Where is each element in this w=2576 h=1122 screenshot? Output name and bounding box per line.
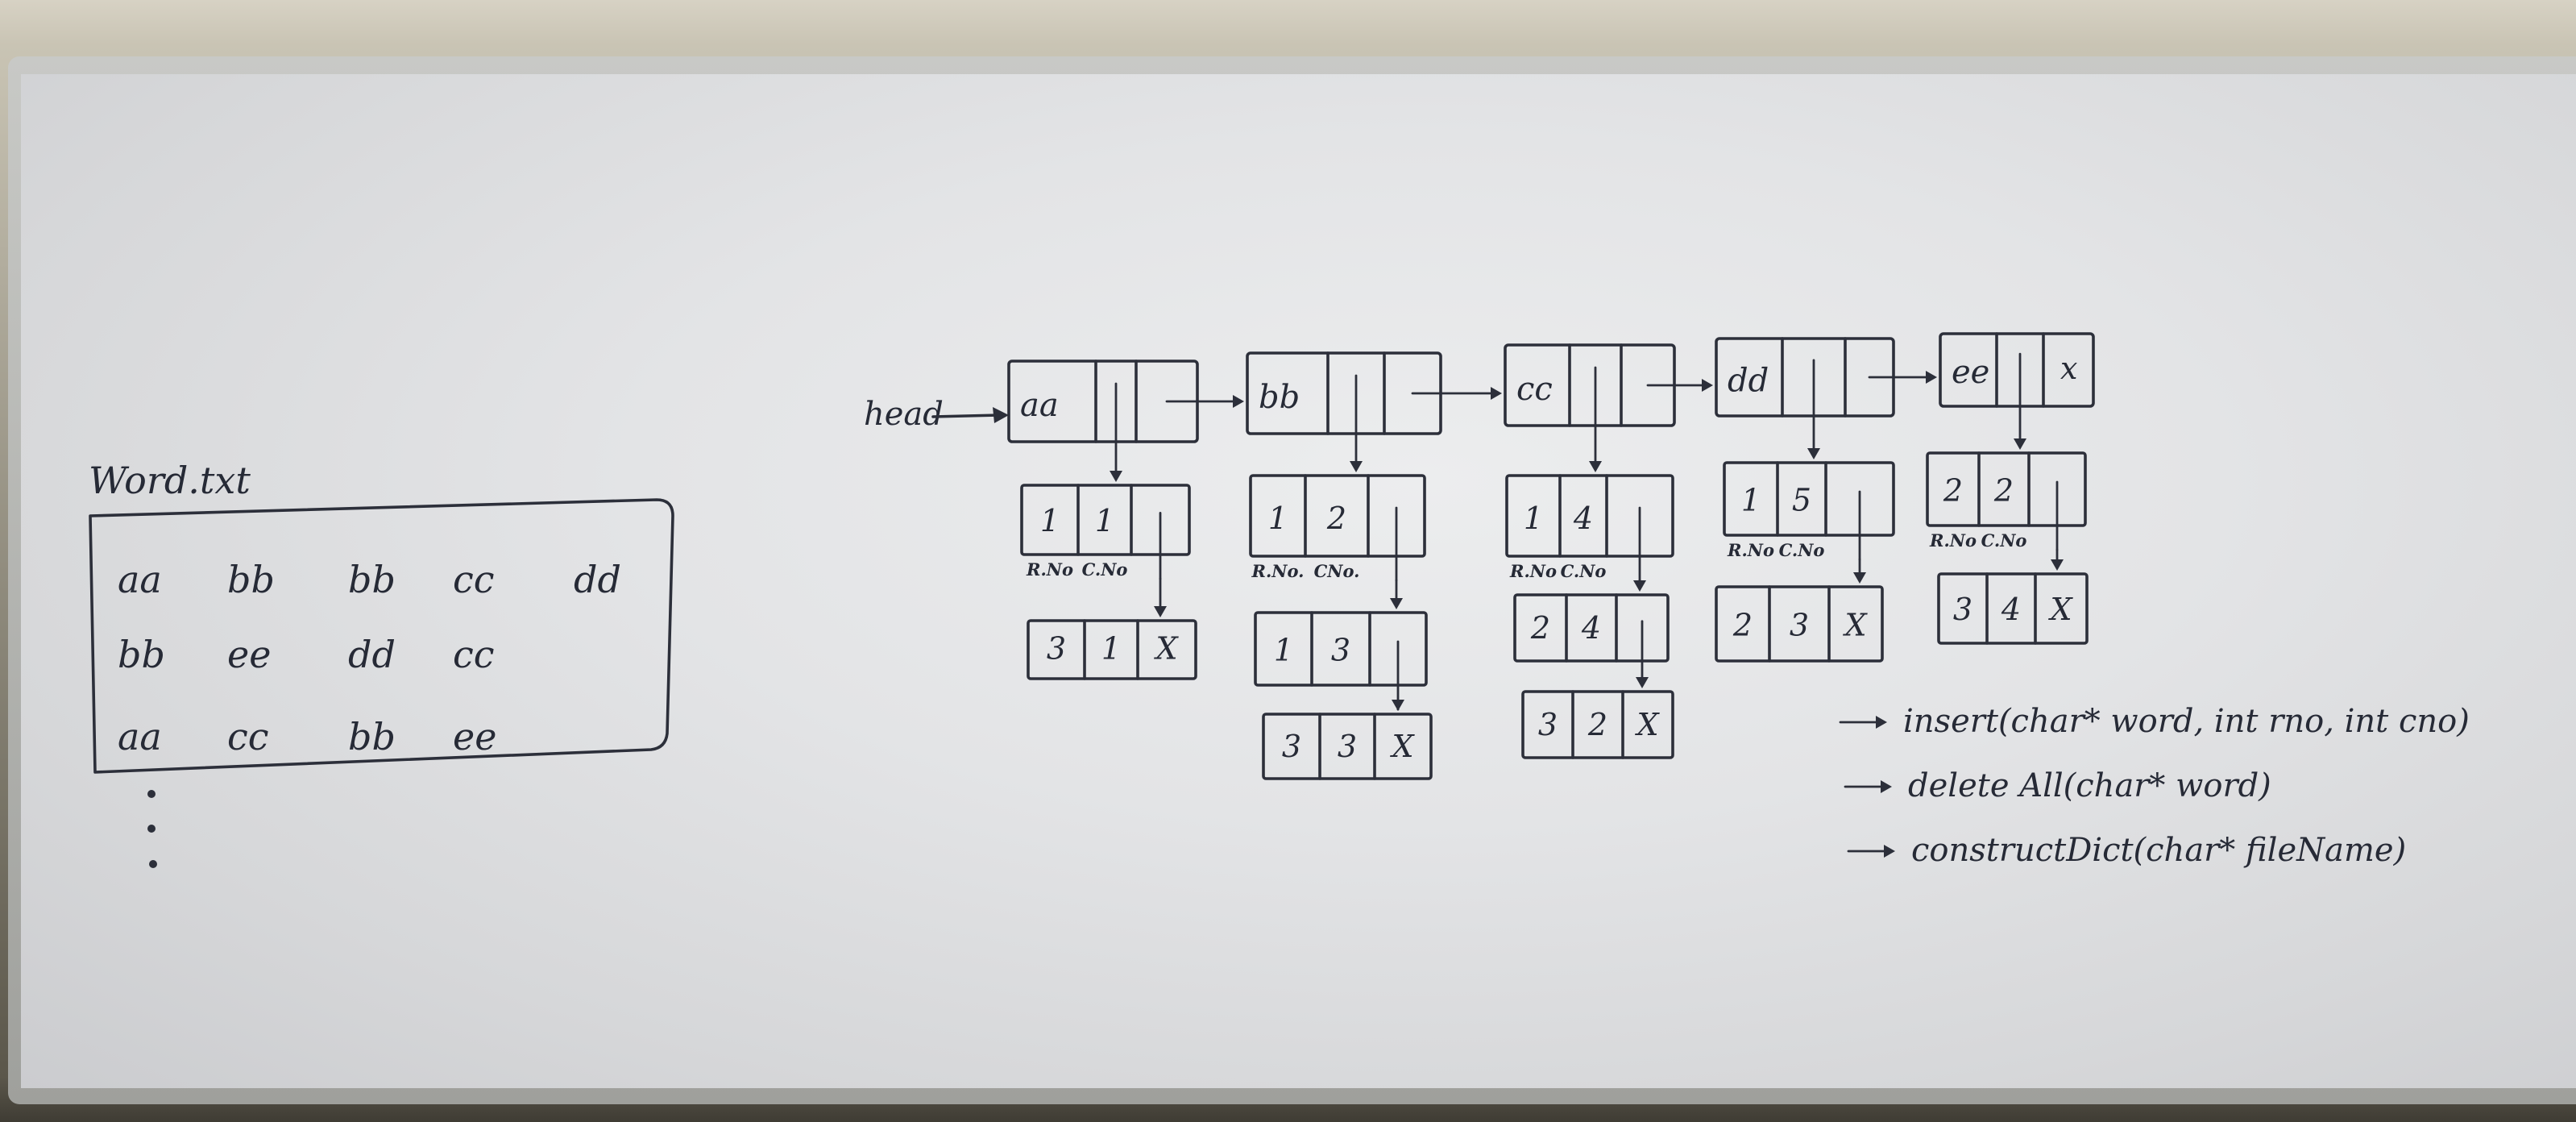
file-word: cc [453, 633, 495, 676]
row-number: 1 [1524, 501, 1543, 536]
file-word: bb [118, 633, 165, 676]
col-number: 4 [2001, 592, 2021, 627]
file-word: ee [453, 715, 496, 758]
file-word: bb [348, 558, 396, 601]
col-number: 5 [1792, 482, 1811, 517]
row-number-label: R.No [1929, 530, 1977, 551]
node-word: aa [1020, 387, 1059, 424]
function-signature: delete All(char* word) [1908, 767, 2271, 804]
ellipsis-dots [147, 790, 157, 868]
row-number-label: R.No [1026, 559, 1073, 580]
file-word: cc [453, 558, 495, 601]
file-word: dd [348, 633, 396, 676]
col-number-label: C.No [1561, 561, 1607, 581]
node-word: ee [1952, 354, 1989, 391]
function-list: insert(char* word, int rno, int cno) dele… [1839, 703, 2470, 869]
file-title: Word.txt [89, 459, 251, 502]
col-number-label: C.No [1779, 540, 1825, 560]
col-number-label: C.No [1981, 530, 2027, 551]
row-number: 1 [1274, 632, 1293, 667]
node-word: cc [1516, 371, 1553, 408]
row-number-label: R.No [1509, 561, 1557, 581]
col-number: 2 [1587, 707, 1607, 742]
col-number: 4 [1573, 501, 1593, 536]
null-marker: X [2047, 592, 2073, 627]
row-number: 1 [1741, 482, 1761, 517]
col-number: 1 [1095, 503, 1114, 538]
file-word: bb [227, 558, 275, 601]
row-number: 3 [1953, 592, 1972, 627]
null-marker: X [1634, 707, 1660, 742]
col-number-label: CNo. [1314, 561, 1360, 581]
null-marker: X [1842, 608, 1868, 643]
row-number: 3 [1538, 707, 1558, 742]
null-marker: X [1389, 729, 1415, 764]
node-word: bb [1259, 379, 1300, 416]
node-word: dd [1728, 362, 1769, 399]
file-word: bb [348, 715, 396, 758]
file-box [89, 498, 674, 774]
row-number: 1 [1040, 503, 1060, 538]
row-number: 2 [1943, 472, 1963, 508]
row-number: 3 [1047, 631, 1066, 667]
col-number: 4 [1581, 610, 1601, 646]
null-marker: x [2060, 351, 2077, 386]
col-number-label: C.No [1082, 559, 1128, 580]
col-number: 2 [1993, 472, 2014, 508]
function-signature: constructDict(char* fileName) [1911, 832, 2406, 869]
file-word: aa [118, 715, 162, 758]
col-number: 3 [1331, 632, 1350, 667]
file-word: dd [574, 558, 621, 601]
col-number: 3 [1790, 608, 1809, 643]
file-word: ee [227, 633, 271, 676]
file-contents: aa bb bb cc dd bb ee dd cc aa cc bb ee [118, 558, 621, 758]
file-word: aa [118, 558, 162, 601]
row-number-label: R.No [1727, 540, 1774, 560]
function-signature: insert(char* word, int rno, int cno) [1903, 703, 2470, 740]
col-number: 2 [1326, 501, 1346, 536]
occurrence-node-bb: 1 2R.No. CNo. [1249, 474, 1426, 609]
whiteboard-surface [21, 74, 2576, 1088]
row-number: 1 [1268, 501, 1288, 536]
row-number: 2 [1530, 610, 1550, 646]
file-word: cc [227, 715, 269, 758]
col-number: 1 [1101, 631, 1121, 667]
head-label: head [864, 396, 944, 433]
null-marker: X [1153, 631, 1179, 667]
col-number: 3 [1338, 729, 1357, 764]
row-number-label: R.No. [1251, 561, 1305, 581]
row-number: 2 [1732, 608, 1753, 643]
row-number: 3 [1282, 729, 1301, 764]
